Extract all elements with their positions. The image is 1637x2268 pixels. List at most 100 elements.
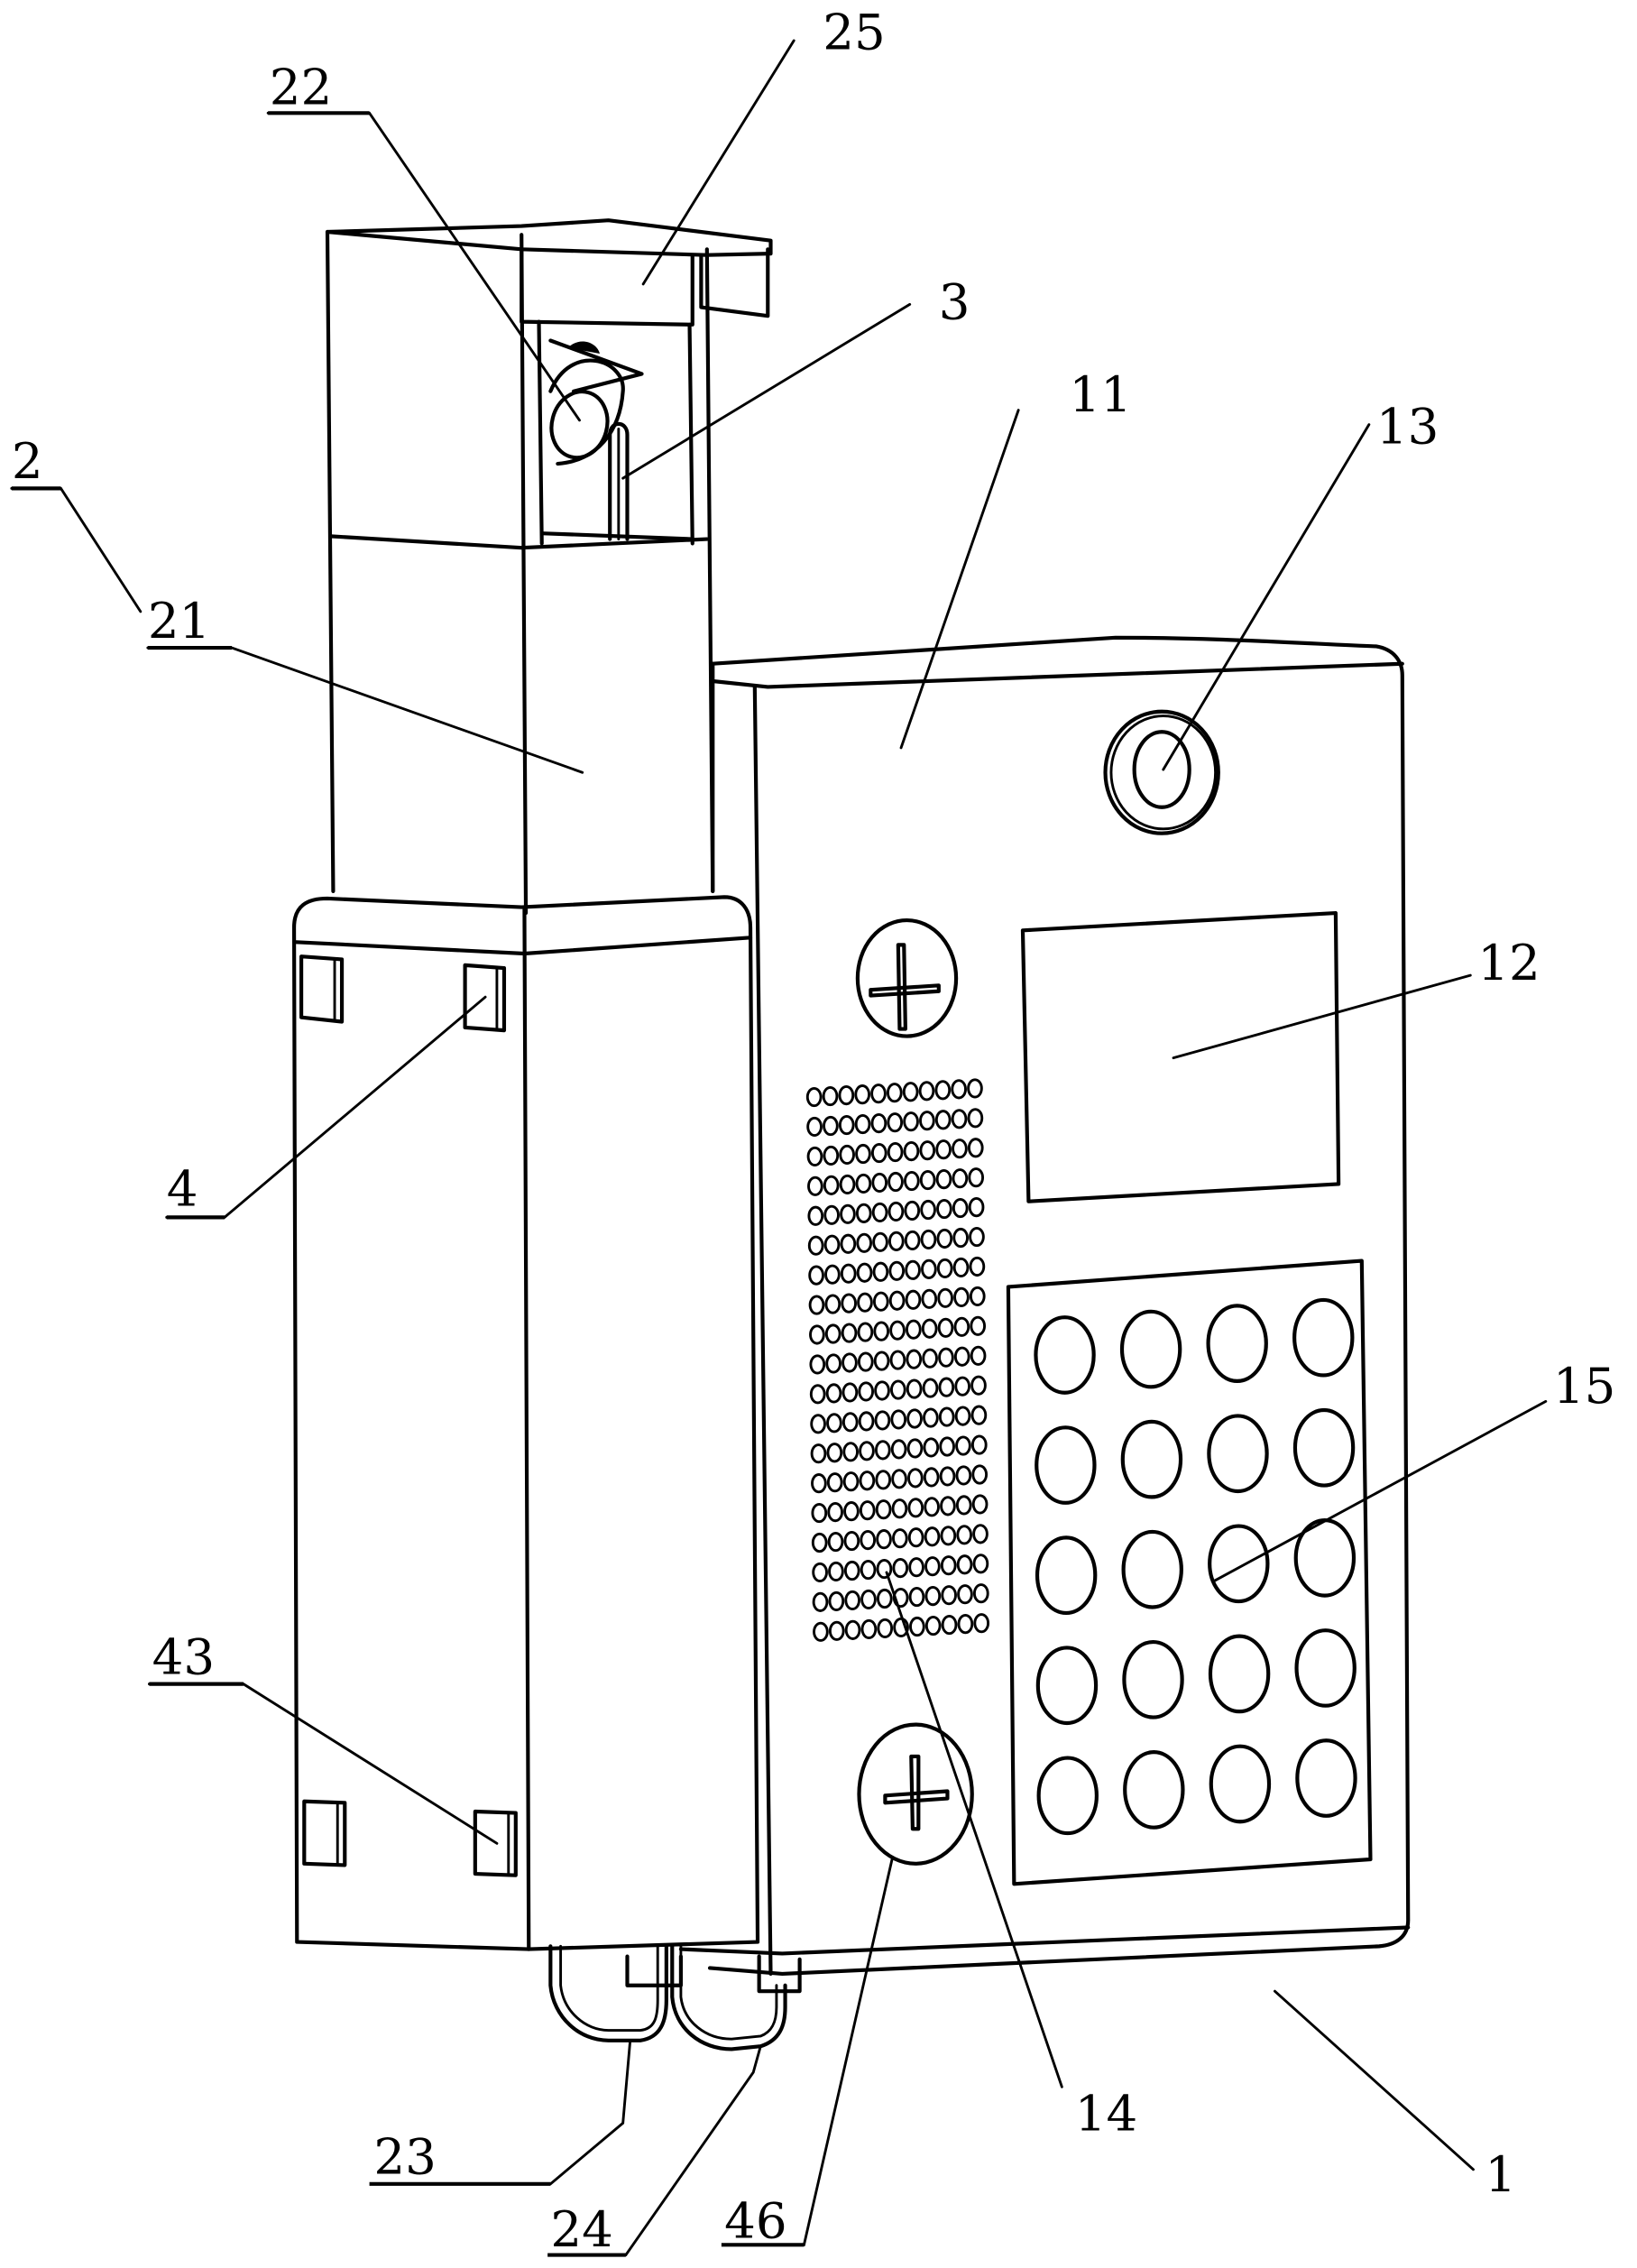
keypad-button[interactable] [1295, 1738, 1357, 1818]
grille-hole [871, 1172, 888, 1194]
grille-hole [936, 1258, 953, 1278]
display-screen [1020, 910, 1341, 1203]
grille-hole [969, 1226, 985, 1248]
keypad-button[interactable] [1207, 1414, 1269, 1494]
grille-hole [922, 1348, 938, 1369]
grille-hole [887, 1201, 905, 1222]
grille-hole [890, 1379, 906, 1400]
grille-hole [806, 1116, 823, 1138]
grille-hole [855, 1203, 872, 1223]
grille-hole [888, 1260, 906, 1281]
grille-hole [935, 1169, 952, 1190]
keypad-button[interactable] [1123, 1750, 1185, 1830]
grille-hole [906, 1349, 923, 1369]
grille-hole [828, 1620, 845, 1641]
label-14: 14 [1075, 2084, 1137, 2142]
grille-hole [953, 1286, 970, 1307]
grille-hole [823, 1175, 840, 1195]
leader-13 [1162, 423, 1371, 771]
housing-top-front-edge [711, 661, 1404, 689]
grille-hole [807, 1175, 823, 1196]
grille-hole [838, 1114, 855, 1136]
grille-hole [906, 1378, 923, 1399]
grille-hole [807, 1205, 824, 1226]
grille-hole [841, 1382, 859, 1403]
grille-hole [823, 1234, 841, 1255]
grille-hole [970, 1315, 987, 1336]
grille-hole [956, 1525, 972, 1545]
label-15: 15 [1553, 1357, 1615, 1415]
keypad-button[interactable] [1120, 1419, 1183, 1499]
keypad-button[interactable] [1035, 1425, 1097, 1505]
grille-hole [952, 1139, 968, 1159]
grille-hole [856, 1232, 873, 1253]
grille-hole [970, 1405, 988, 1425]
keypad-button[interactable] [1208, 1634, 1271, 1714]
grille-hole [811, 1502, 828, 1524]
keypad-button[interactable] [1292, 1407, 1356, 1488]
grille-hole [918, 1081, 935, 1102]
grille-hole [924, 1615, 942, 1636]
grille-hole [808, 1295, 825, 1315]
grille-hole [920, 1199, 936, 1221]
grille-hole [936, 1198, 952, 1220]
column-left-face [325, 229, 529, 916]
grille-hole [827, 1531, 844, 1553]
grille-hole [860, 1530, 877, 1551]
grille-hole [841, 1412, 859, 1433]
clip-block [302, 1799, 347, 1867]
grille-hole [971, 1494, 989, 1515]
grille-hole [854, 1084, 871, 1105]
label-43: 43 [152, 1627, 215, 1685]
keypad-button[interactable] [1292, 1297, 1355, 1378]
keypad-button[interactable] [1035, 1646, 1099, 1726]
keypad-button[interactable] [1034, 1315, 1096, 1395]
keypad-button[interactable] [1119, 1309, 1182, 1389]
grille-hole [940, 1555, 957, 1576]
grille-hole [824, 1294, 841, 1314]
grille-hole [906, 1438, 924, 1459]
grille-hole [839, 1174, 856, 1194]
keypad-button[interactable] [1209, 1744, 1272, 1824]
grille-hole [921, 1258, 937, 1279]
grille-hole [809, 1384, 826, 1405]
grille-hole [909, 1616, 925, 1637]
grille-hole [860, 1559, 877, 1581]
grille-hole [954, 1376, 970, 1397]
keypad-button[interactable] [1294, 1628, 1357, 1708]
label-11: 11 [1069, 365, 1131, 423]
lower-housing-top-edge [291, 936, 753, 956]
keypad-button[interactable] [1035, 1535, 1098, 1616]
grille-hole [805, 1086, 823, 1108]
grille-hole [906, 1408, 923, 1429]
leader-21 [146, 646, 584, 774]
keypad [1034, 1297, 1357, 1836]
grille-hole [923, 1437, 940, 1458]
rod [608, 421, 630, 541]
grille-hole [828, 1590, 845, 1611]
grille-hole [905, 1289, 922, 1310]
leader-12 [1172, 973, 1472, 1060]
grille-hole [813, 1621, 829, 1642]
grille-hole [811, 1473, 827, 1494]
keypad-button[interactable] [1122, 1639, 1184, 1719]
leader-lines [10, 39, 1548, 2256]
grille-hole [856, 1262, 873, 1283]
keypad-button[interactable] [1206, 1304, 1268, 1383]
leader-22 [266, 111, 581, 422]
keypad-button[interactable] [1121, 1529, 1183, 1609]
leader-15 [1212, 1399, 1548, 1583]
keypad-button[interactable] [1208, 1524, 1270, 1604]
grille-hole [941, 1615, 958, 1636]
grille-hole [957, 1614, 974, 1635]
grille-hole [934, 1110, 952, 1130]
leader-2 [10, 486, 143, 613]
keypad-button[interactable] [1036, 1756, 1099, 1836]
grille-hole [809, 1324, 825, 1345]
grille-hole [808, 1265, 824, 1286]
grille-hole [970, 1434, 988, 1455]
grille-hole [839, 1144, 855, 1166]
grille-hole [919, 1140, 936, 1161]
grille-hole [840, 1263, 857, 1284]
grille-hole [892, 1528, 908, 1549]
